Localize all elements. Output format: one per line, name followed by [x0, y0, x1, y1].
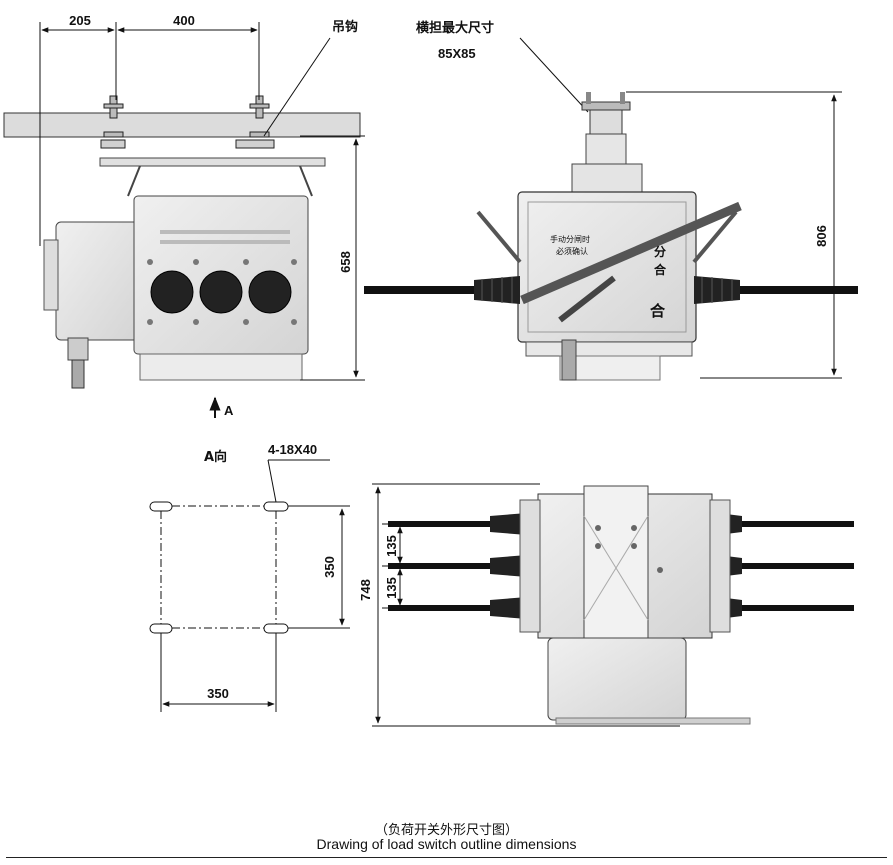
view-arrow: A: [209, 396, 234, 418]
hook-bolt-left: [100, 95, 126, 149]
label-fen: 分: [654, 244, 666, 259]
dim-135-lower: 135: [384, 577, 399, 599]
center-bracket: [583, 485, 649, 667]
front-view: 横担最大尺寸 85X85 手: [364, 20, 858, 381]
bushing-port-3: [248, 270, 292, 314]
dim-400: 400: [173, 13, 195, 28]
slot-top-left: [149, 501, 173, 512]
slot-spec: 4-18X40: [268, 442, 317, 457]
caption-chinese: （负荷开关外形尺寸图）: [374, 823, 518, 838]
svg-text:A: A: [224, 403, 234, 418]
label-he: 合: [649, 302, 666, 320]
mounting-plan: A向 4-18X40 350 350: [149, 442, 350, 712]
slot-top-right: [263, 501, 289, 512]
plate-line1: 手动分闸时: [550, 234, 590, 244]
bushing-port-2: [199, 270, 243, 314]
view-a-label: A向: [204, 449, 227, 465]
caption-english: Drawing of load switch outline dimension…: [316, 836, 577, 852]
mounting-bracket: [99, 157, 326, 167]
hook-label: 吊钩: [332, 19, 358, 35]
crossarm-label: 横担最大尺寸: [416, 20, 494, 36]
hook-bolt-right: [235, 95, 275, 149]
top-view: 748 135 135: [358, 483, 854, 727]
crossarm-clamp: [589, 107, 623, 135]
plate-line2: 必须确认: [556, 246, 588, 256]
dim-350-h: 350: [207, 686, 229, 701]
label-he-upper: 合: [654, 262, 667, 277]
mechanism-box-top: [547, 637, 687, 721]
crossarm-size: 85X85: [438, 46, 476, 61]
bottom-rule: [6, 857, 887, 858]
slot-bottom-left: [149, 623, 173, 634]
bushing-right: [694, 276, 740, 304]
dim-135-upper: 135: [384, 535, 399, 557]
dim-350-v: 350: [322, 556, 337, 578]
bushing-left: [474, 276, 520, 304]
dim-806: 806: [814, 225, 829, 247]
dim-658: 658: [338, 251, 353, 273]
bushing-port-1: [150, 270, 194, 314]
slot-bottom-right: [263, 623, 289, 634]
dim-205: 205: [69, 13, 91, 28]
mechanism-box: [55, 221, 141, 341]
operating-handle: [520, 201, 742, 305]
dim-748: 748: [358, 579, 373, 601]
side-view: 205 400 吊钩 658: [3, 13, 365, 389]
crossarm-beam: [3, 112, 361, 138]
